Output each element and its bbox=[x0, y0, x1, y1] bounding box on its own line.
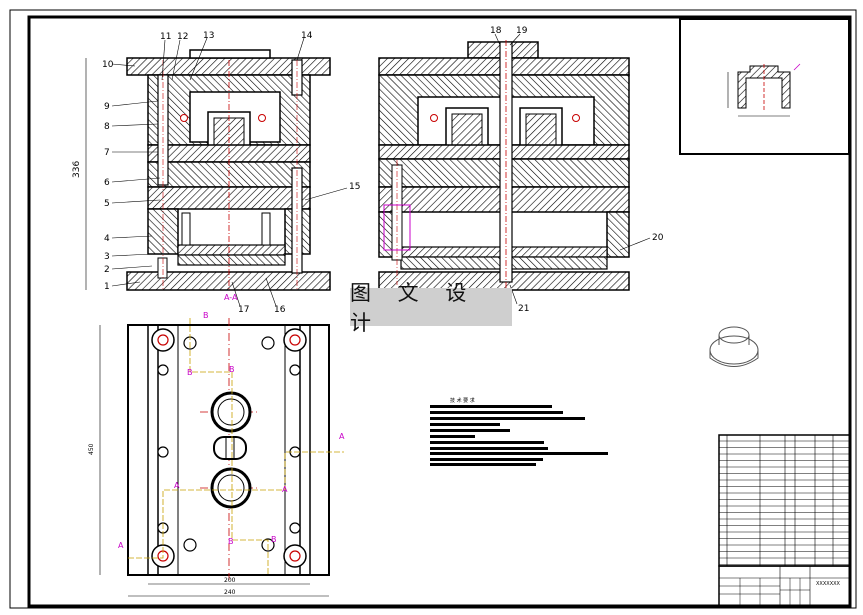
side-part-labels: 18 19 20 21 bbox=[490, 26, 664, 314]
svg-text:A: A bbox=[339, 432, 345, 441]
svg-text:B: B bbox=[228, 537, 234, 546]
part-label: 18 bbox=[490, 26, 502, 36]
part-label: 5 bbox=[104, 199, 110, 209]
section-mark: A-A bbox=[224, 293, 238, 302]
part-label: 9 bbox=[104, 102, 110, 112]
parts-list bbox=[718, 434, 851, 567]
svg-text:450: 450 bbox=[88, 443, 95, 455]
product-isometric bbox=[709, 326, 759, 367]
part-label: 20 bbox=[652, 233, 664, 243]
part-label: 4 bbox=[104, 234, 110, 244]
front-leaders bbox=[111, 37, 348, 307]
side-section-view bbox=[378, 33, 651, 305]
svg-text:B: B bbox=[229, 365, 235, 374]
part-label: 1 bbox=[104, 282, 110, 292]
part-label: 6 bbox=[104, 178, 110, 188]
part-label: 10 bbox=[102, 60, 114, 70]
part-label: 7 bbox=[104, 148, 110, 158]
front-part-labels: 1 2 3 4 5 6 7 8 9 10 11 12 13 14 15 16 1… bbox=[102, 31, 360, 315]
part-label: 13 bbox=[203, 31, 214, 41]
part-label: 19 bbox=[516, 26, 528, 36]
svg-text:200: 200 bbox=[224, 577, 236, 584]
svg-text:B: B bbox=[187, 368, 193, 377]
part-label: 16 bbox=[274, 305, 286, 315]
front-section-view: 336 bbox=[72, 49, 331, 291]
svg-text:A: A bbox=[174, 481, 180, 490]
part-label: 11 bbox=[160, 32, 171, 42]
watermark: 图 文 设 计 bbox=[350, 281, 512, 335]
svg-text:240: 240 bbox=[224, 589, 236, 596]
part-label: 2 bbox=[104, 265, 110, 275]
part-label: 21 bbox=[518, 304, 529, 314]
technical-notes: 技 术 要 求 bbox=[430, 397, 608, 466]
section-letters: A A A A B B B B B bbox=[118, 311, 345, 550]
svg-text:B: B bbox=[203, 311, 209, 320]
part-label: 17 bbox=[238, 305, 249, 315]
part-label: 8 bbox=[104, 122, 110, 132]
notes-title: 技 术 要 求 bbox=[450, 397, 475, 404]
svg-text:B: B bbox=[271, 535, 277, 544]
drawing-number: XXXXXXX bbox=[816, 581, 841, 587]
svg-text:A: A bbox=[282, 485, 288, 494]
plan-view: A A A A B B B B B 450 200 240 bbox=[88, 311, 345, 597]
part-label: 14 bbox=[301, 31, 313, 41]
product-section-box bbox=[679, 18, 850, 155]
part-label: 3 bbox=[104, 252, 110, 262]
inner-border bbox=[27, 15, 852, 608]
title-block bbox=[718, 565, 851, 607]
outer-border bbox=[9, 9, 857, 609]
part-label: 12 bbox=[177, 32, 188, 42]
svg-text:336: 336 bbox=[72, 161, 82, 178]
part-label: 15 bbox=[349, 182, 360, 192]
svg-text:A: A bbox=[118, 541, 124, 550]
